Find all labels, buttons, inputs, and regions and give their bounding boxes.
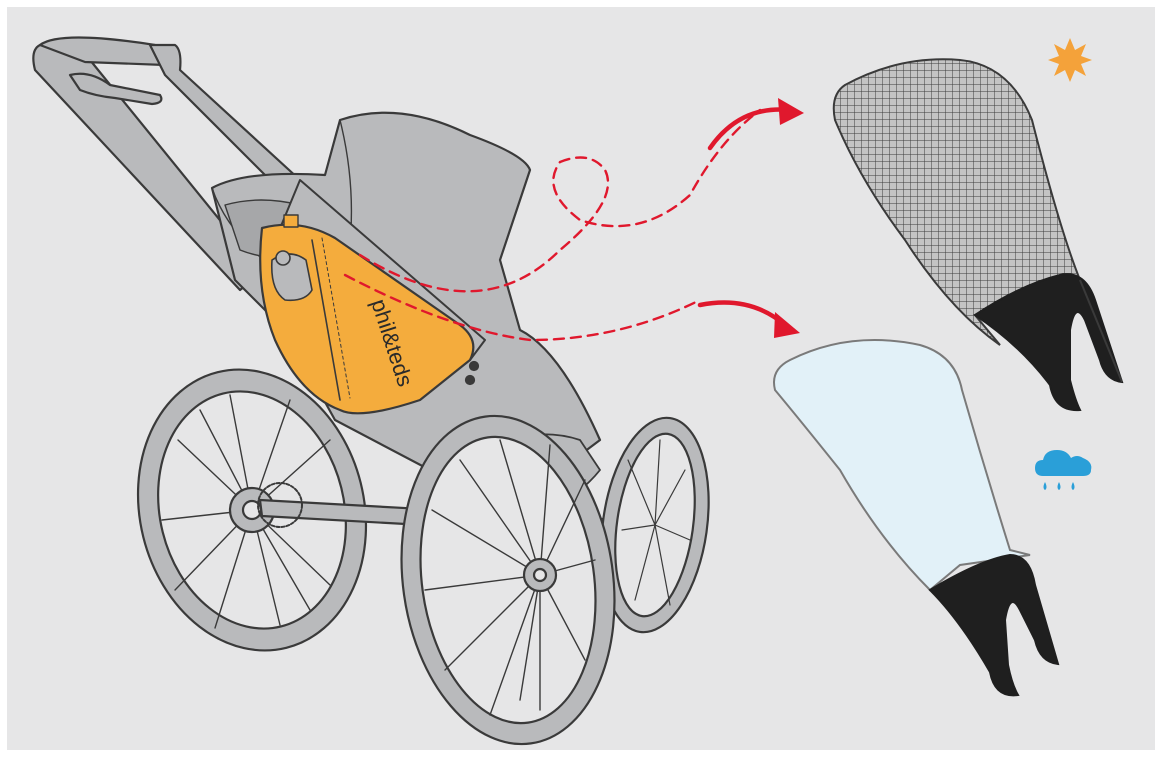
frame-bolt <box>466 376 474 384</box>
bottle-cap <box>276 251 290 265</box>
sun-icon <box>1048 38 1092 82</box>
frame-bolt <box>470 362 478 370</box>
bag-strap-clip <box>284 215 298 227</box>
